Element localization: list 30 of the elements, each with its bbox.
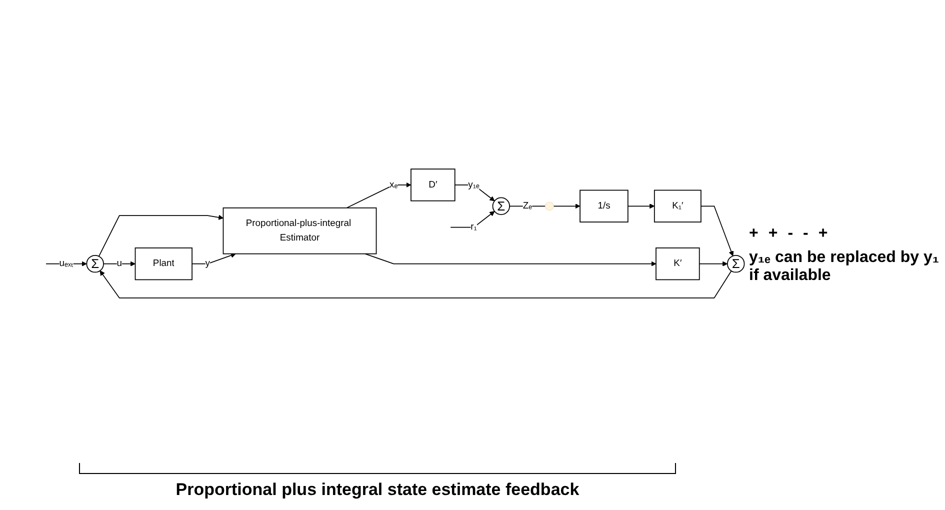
connector	[509, 206, 546, 207]
block: D′	[410, 168, 456, 202]
sign-label: -	[803, 225, 808, 243]
summing-junction: Σ	[492, 197, 510, 215]
arrow	[553, 204, 580, 209]
block-diagram: uₑₓₜ u y xₑ y₁ₑ r₁ Zₑ D′ Σ 1/s K₁′ Proportional-plus-integral Estimator Σ Plant K′ Σ	[6, 6, 749, 461]
sign-label: +	[768, 225, 778, 243]
summing-junction: Σ	[727, 254, 745, 273]
pickoff-dot	[545, 202, 554, 211]
caption: Proportional plus integral state estimate feedback	[176, 480, 580, 500]
arrow	[698, 261, 728, 266]
block: K₁′	[654, 190, 702, 222]
arrow	[98, 214, 224, 257]
block: 1/s	[580, 190, 628, 222]
sign-label: +	[749, 225, 758, 243]
summing-junction: Σ	[86, 254, 104, 273]
block: Proportional-plus-integral Estimator	[222, 207, 377, 254]
sign-label: -	[788, 225, 794, 243]
arrow	[700, 206, 734, 256]
block: Plant	[134, 247, 192, 280]
note: y₁ₑ can be replaced by y₁ if available	[749, 249, 939, 284]
sign-label: +	[818, 225, 828, 243]
arrow	[103, 261, 136, 266]
arrow	[450, 211, 495, 228]
block: K′	[656, 247, 700, 280]
arrow	[364, 253, 656, 266]
arrow	[627, 204, 655, 209]
arrow	[192, 252, 236, 264]
arrow	[100, 270, 732, 298]
arrow	[346, 182, 412, 208]
